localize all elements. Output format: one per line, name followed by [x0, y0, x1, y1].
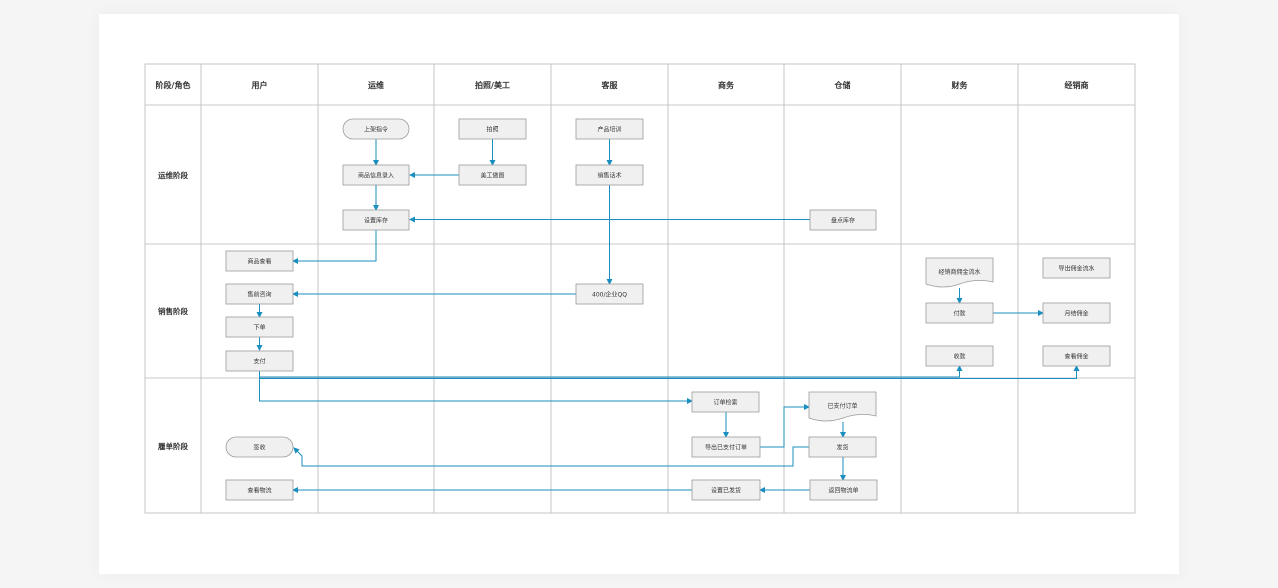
stage-ops: 运维阶段 — [158, 170, 188, 180]
stage-fulfillment: 履单阶段 — [157, 441, 188, 451]
node-meigong-xiutu: 美工做图 — [458, 164, 527, 186]
node-label: 支付 — [253, 358, 265, 366]
node-dingdan-jiansuo: 订单检索 — [691, 391, 760, 413]
node-shouqian-zixun: 售前咨询 — [225, 283, 294, 305]
role-header-service: 客服 — [601, 80, 619, 90]
node-chakan-yongjin: 查看佣金 — [1042, 345, 1111, 367]
role-header-warehouse: 仓储 — [834, 80, 851, 90]
node-label: 导出佣金流水 — [1058, 265, 1094, 273]
node-qianshou: 签收 — [225, 436, 294, 458]
node-label: 查看物流 — [247, 487, 271, 495]
node-chakan-wuliu: 查看物流 — [225, 479, 294, 501]
node-label: 订单检索 — [713, 399, 737, 407]
node-yizhifu-dingdan: 已支付订单 — [808, 391, 877, 422]
node-fukuan: 付款 — [925, 302, 994, 324]
node-label: 下单 — [253, 324, 265, 332]
node-shangpin-luru: 商品信息录入 — [342, 164, 410, 186]
node-jxs-yongjin-liushui: 经销商佣金流水 — [925, 257, 994, 288]
stage-sales: 销售阶段 — [158, 306, 188, 316]
node-label: 查看佣金 — [1064, 353, 1088, 361]
node-label: 拍照 — [486, 126, 498, 134]
header-row: 阶段/角色 用户 运维 拍照/美工 客服 商务 仓储 财务 经销商 — [156, 80, 1089, 90]
node-label: 美工做图 — [480, 172, 504, 180]
node-label: 产品培训 — [597, 126, 621, 134]
node-label: 付款 — [953, 310, 965, 318]
node-fanhui-wuliu: 返回物流单 — [809, 479, 878, 501]
node-label: 已支付订单 — [827, 402, 857, 410]
node-label: 设置已发货 — [711, 487, 741, 495]
node-xiaoshou-huashu: 销售话术 — [575, 164, 644, 186]
node-yuejie-yongjin: 月结佣金 — [1042, 302, 1111, 324]
flow-connectors — [256, 139, 1080, 493]
role-header-dealer: 经销商 — [1065, 80, 1089, 90]
role-header-user: 用户 — [251, 80, 268, 90]
node-paizhao: 拍照 — [458, 118, 527, 140]
node-label: 销售话术 — [597, 172, 621, 180]
node-label: 商品信息录入 — [358, 172, 394, 180]
header-corner: 阶段/角色 — [156, 80, 191, 90]
role-header-business: 商务 — [718, 80, 735, 90]
node-chanpin-peixun: 产品培训 — [575, 118, 644, 140]
role-header-finance: 财务 — [951, 80, 969, 90]
node-shoukuan: 收款 — [925, 345, 994, 367]
node-label: 收款 — [953, 353, 965, 361]
node-label: 400/企业QQ — [592, 291, 627, 299]
node-shangpin-chakan: 商品查看 — [225, 250, 294, 272]
node-label: 发货 — [836, 444, 848, 452]
node-label: 返回物流单 — [828, 487, 858, 495]
node-label: 签收 — [253, 444, 265, 452]
swimlane-grid — [144, 63, 1136, 514]
role-header-photo: 拍照/美工 — [475, 80, 510, 90]
node-pandian-kucun: 盘点库存 — [809, 209, 877, 231]
node-daochu-yizhifu: 导出已支付订单 — [691, 436, 761, 458]
node-shezhi-yifahuo: 设置已发货 — [691, 479, 761, 501]
node-shezhi-kucun: 设置库存 — [342, 209, 410, 231]
node-label: 上架指令 — [364, 126, 388, 134]
node-qiye-qq: 400/企业QQ — [575, 283, 644, 305]
node-xiadan: 下单 — [225, 316, 294, 338]
node-label: 经销商佣金流水 — [938, 268, 980, 276]
node-shangjia: 上架指令 — [342, 118, 410, 140]
node-label: 导出已支付订单 — [705, 444, 747, 452]
node-fahuo: 发货 — [808, 436, 877, 458]
node-label: 月结佣金 — [1064, 310, 1088, 318]
node-label: 设置库存 — [364, 217, 388, 225]
node-daochu-yongjin: 导出佣金流水 — [1042, 257, 1111, 279]
node-label: 售前咨询 — [247, 291, 271, 299]
node-label: 盘点库存 — [831, 217, 855, 225]
node-label: 商品查看 — [247, 258, 271, 266]
node-zhifu: 支付 — [225, 350, 294, 372]
role-header-ops: 运维 — [368, 80, 384, 90]
